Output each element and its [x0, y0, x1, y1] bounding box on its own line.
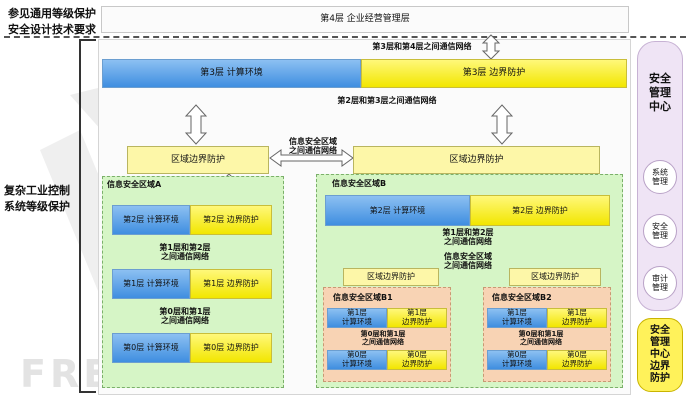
b2-l1-env-label: 第1层 计算环境	[502, 308, 532, 326]
b1-border: 区域边界防护	[343, 268, 439, 286]
area-a-border-label: 区域边界防护	[170, 154, 225, 165]
area-a-net01-label: 第0层和第1层 之间通信网络	[159, 306, 211, 325]
area-a-l1-env-label: 第1层 计算环境	[123, 279, 179, 289]
b2-net01-label: 第0层和第1层 之间通信网络	[518, 329, 564, 346]
layer3-env-label: 第3层 计算环境	[200, 68, 263, 79]
area-a-l1-border: 第1层 边界防护	[190, 269, 272, 299]
management-title: 安全 管理 中心	[649, 71, 671, 114]
b2-l1-border: 第1层 边界防护	[547, 308, 607, 328]
area-a-l1-env: 第1层 计算环境	[112, 269, 190, 299]
system-management-label: 系统 管理	[652, 167, 668, 186]
area-a-net12-label: 第1层和第2层 之间通信网络	[159, 242, 211, 261]
area-a-l2-border-label: 第2层 边界防护	[203, 215, 259, 225]
management-center-border: 安全 管理 中心 边界 防护	[637, 318, 683, 392]
area-a-border: 区域边界防护	[127, 146, 269, 174]
b2-border-label: 区域边界防护	[531, 272, 579, 282]
area-b-l2-border-label: 第2层 边界防护	[512, 205, 568, 215]
area-a-l0-env-label: 第0层 计算环境	[123, 343, 179, 353]
b2-border: 区域边界防护	[509, 268, 601, 286]
area-a-l0-border-label: 第0层 边界防护	[203, 343, 259, 353]
b1-l0-border-label: 第0层 边界防护	[402, 350, 432, 368]
b1-l1-env-label: 第1层 计算环境	[342, 308, 372, 326]
b1-l1-border-label: 第1层 边界防护	[402, 308, 432, 326]
area-a-title: 信息安全区域A	[107, 180, 162, 189]
layer3-border: 第3层 边界防护	[361, 59, 627, 88]
b2-l0-border: 第0层 边界防护	[547, 350, 607, 370]
b2-l1-env: 第1层 计算环境	[487, 308, 547, 328]
b1-l0-env-label: 第0层 计算环境	[342, 350, 372, 368]
net-34-label: 第3层和第4层之间通信网络	[372, 42, 472, 52]
system-label: 复杂工业控制 系统等级保护	[4, 184, 70, 213]
management-center-border-label: 安全 管理 中心 边界 防护	[650, 325, 670, 384]
area-b-inter-net-label: 信息安全区域 之间通信网络	[444, 251, 492, 270]
inter-area-net-label: 信息安全区域 之间通信网络	[289, 136, 337, 155]
separator-line	[4, 36, 686, 38]
area-a-l2-env-label: 第2层 计算环境	[123, 215, 179, 225]
b1-l1-env: 第1层 计算环境	[327, 308, 387, 328]
area-b-l2-env: 第2层 计算环境	[325, 195, 470, 226]
b2-l0-env-label: 第0层 计算环境	[502, 350, 532, 368]
area-b-border: 区域边界防护	[353, 146, 600, 174]
audit-management: 审计 管理	[643, 266, 677, 300]
area-b-l2-border: 第2层 边界防护	[470, 195, 610, 226]
b2-l1-border-label: 第1层 边界防护	[562, 308, 592, 326]
security-management: 安全 管理	[643, 214, 677, 248]
audit-management-label: 审计 管理	[652, 273, 668, 292]
system-management: 系统 管理	[643, 160, 677, 194]
layer3-border-label: 第3层 边界防护	[462, 68, 526, 79]
area-b2-title: 信息安全区域B2	[492, 293, 552, 302]
b1-net01-label: 第0层和第1层 之间通信网络	[360, 329, 406, 346]
b1-border-label: 区域边界防护	[367, 272, 415, 282]
layer3-env: 第3层 计算环境	[102, 59, 361, 88]
area-a-l2-border: 第2层 边界防护	[190, 205, 272, 235]
area-b-title: 信息安全区域B	[332, 179, 387, 188]
b1-l0-border: 第0层 边界防护	[387, 350, 447, 370]
layer4-box: 第4层 企业经营管理层	[101, 6, 629, 33]
area-a-l2-env: 第2层 计算环境	[112, 205, 190, 235]
area-a-l0-border: 第0层 边界防护	[190, 333, 272, 363]
area-b-net12-label: 第1层和第2层 之间通信网络	[442, 227, 494, 246]
area-a-l1-border-label: 第1层 边界防护	[203, 279, 259, 289]
area-a-l0-env: 第0层 计算环境	[112, 333, 190, 363]
b2-l0-border-label: 第0层 边界防护	[562, 350, 592, 368]
reference-label: 参见通用等级保护 安全设计技术要求	[8, 7, 96, 36]
b1-l1-border: 第1层 边界防护	[387, 308, 447, 328]
b1-l0-env: 第0层 计算环境	[327, 350, 387, 370]
b2-l0-env: 第0层 计算环境	[487, 350, 547, 370]
area-b-border-label: 区域边界防护	[449, 154, 504, 165]
area-b-l2-env-label: 第2层 计算环境	[369, 205, 426, 215]
layer4-label: 第4层 企业经营管理层	[320, 14, 410, 25]
security-management-label: 安全 管理	[652, 221, 668, 240]
area-b1-title: 信息安全区域B1	[333, 293, 393, 302]
net-23-label: 第2层和第3层之间通信网络	[337, 96, 437, 106]
